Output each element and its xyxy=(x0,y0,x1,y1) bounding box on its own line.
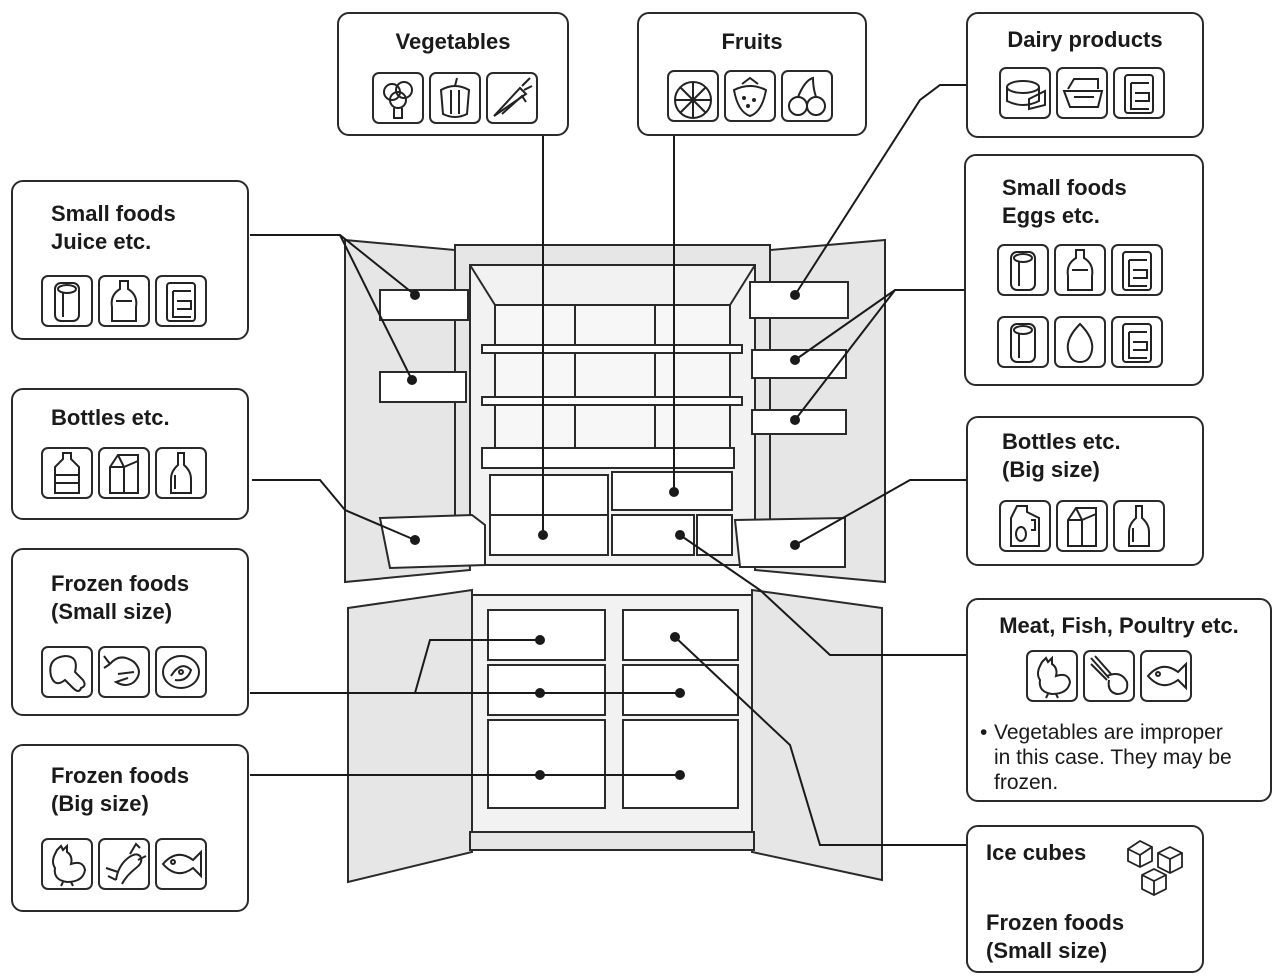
small-foods-eggs-title: Small foods xyxy=(1002,175,1127,200)
water-bottle-icon xyxy=(41,447,93,499)
milk-carton-icon xyxy=(1056,500,1108,552)
leader-dots xyxy=(407,290,800,780)
jug-icon xyxy=(999,500,1051,552)
frozen-small-title: Frozen foods xyxy=(51,571,190,596)
bottles-title: Bottles etc. xyxy=(51,405,170,430)
freezer-drawer-6 xyxy=(622,719,739,809)
shelf-2 xyxy=(481,396,743,406)
dairy-label: Dairy products xyxy=(966,12,1204,138)
small-foods-juice-title: Small foods xyxy=(51,201,176,226)
left-door-bin-3 xyxy=(378,513,486,570)
ice-cubes-label: Ice cubes Frozen foods (Small size) xyxy=(966,825,1204,973)
can-icon xyxy=(41,275,93,327)
lobster-icon xyxy=(98,838,150,890)
frozen-big-label: Frozen foods (Big size) xyxy=(11,744,249,912)
ice-cubes-title: Ice cubes xyxy=(986,840,1087,865)
ice-frozen-subtitle: (Small size) xyxy=(986,938,1108,963)
shrimp-icon xyxy=(98,646,150,698)
chicken-icon xyxy=(1026,650,1078,702)
ice-frozen-title: Frozen foods xyxy=(986,910,1125,935)
sauce-bottle-icon xyxy=(98,275,150,327)
vegetables-label: Vegetables xyxy=(337,12,569,136)
wine-bottle-icon xyxy=(155,447,207,499)
shelf-3 xyxy=(481,447,735,469)
wine-bottle-icon xyxy=(1113,500,1165,552)
fish-steak-icon xyxy=(155,646,207,698)
note-line-3: frozen. xyxy=(994,771,1059,794)
right-door-bin-2 xyxy=(751,349,847,379)
broccoli-icon xyxy=(372,72,424,124)
left-fridge-door xyxy=(344,238,472,584)
jar-icon xyxy=(1111,244,1163,296)
ice-cubes-icon xyxy=(1127,839,1183,897)
small-foods-eggs-label: Small foods Eggs etc. xyxy=(964,154,1204,386)
bottles-big-subtitle: (Big size) xyxy=(1002,457,1100,482)
frozen-big-subtitle: (Big size) xyxy=(51,791,149,816)
jar-icon xyxy=(1113,67,1165,119)
note-line-2: in this case. They may be xyxy=(994,746,1232,769)
can-icon xyxy=(997,316,1049,368)
egg-icon xyxy=(1054,316,1106,368)
small-foods-juice-label: Small foods Juice etc. xyxy=(11,180,249,340)
freezer-drawer-3 xyxy=(487,664,606,716)
leader-lines xyxy=(250,84,966,846)
note-bullet: • xyxy=(980,721,988,744)
vegetables-title: Vegetables xyxy=(395,29,511,54)
pepper-icon xyxy=(429,72,481,124)
milk-carton-icon xyxy=(98,447,150,499)
left-door-bin-1 xyxy=(379,289,469,321)
fish-icon xyxy=(1140,650,1192,702)
jar-icon xyxy=(1111,316,1163,368)
cheese-icon xyxy=(999,67,1051,119)
small-foods-juice-subtitle: Juice etc. xyxy=(51,229,152,254)
chicken-icon xyxy=(41,838,93,890)
can-icon xyxy=(997,244,1049,296)
drumstick-icon xyxy=(41,646,93,698)
bottles-label: Bottles etc. xyxy=(11,388,249,520)
bottles-big-title: Bottles etc. xyxy=(1002,429,1121,454)
shelf-1 xyxy=(481,344,743,354)
frozen-small-label: Frozen foods (Small size) xyxy=(11,548,249,716)
freezer-left-door xyxy=(347,588,473,884)
note-line-1: Vegetables are improper xyxy=(994,721,1223,744)
fish-icon xyxy=(155,838,207,890)
meat-note: • Vegetables are improper in this case. … xyxy=(980,720,1232,795)
butter-icon xyxy=(1056,67,1108,119)
freezer-drawer-5 xyxy=(487,719,606,809)
bottles-big-label: Bottles etc. (Big size) xyxy=(966,416,1204,566)
carrot-icon xyxy=(486,72,538,124)
citrus-slice-icon xyxy=(667,70,719,122)
freezer-drawer-2 xyxy=(622,609,739,661)
drumstick-icon xyxy=(1083,650,1135,702)
sauce-bottle-icon xyxy=(1054,244,1106,296)
meat-fish-poultry-label: Meat, Fish, Poultry etc. • Vegetables ar… xyxy=(966,598,1272,802)
left-door-bin-2 xyxy=(379,371,467,403)
frozen-big-title: Frozen foods xyxy=(51,763,190,788)
frozen-small-subtitle: (Small size) xyxy=(51,599,173,624)
meat-fish-poultry-title: Meat, Fish, Poultry etc. xyxy=(999,613,1239,638)
dairy-title: Dairy products xyxy=(1007,27,1163,52)
right-door-bin-4 xyxy=(733,516,846,568)
jar-icon xyxy=(155,275,207,327)
strawberry-icon xyxy=(724,70,776,122)
cherry-icon xyxy=(781,70,833,122)
fruits-title: Fruits xyxy=(721,29,783,54)
small-foods-eggs-subtitle: Eggs etc. xyxy=(1002,203,1100,228)
freezer-drawer-1 xyxy=(487,609,606,661)
fruits-label: Fruits xyxy=(637,12,867,136)
